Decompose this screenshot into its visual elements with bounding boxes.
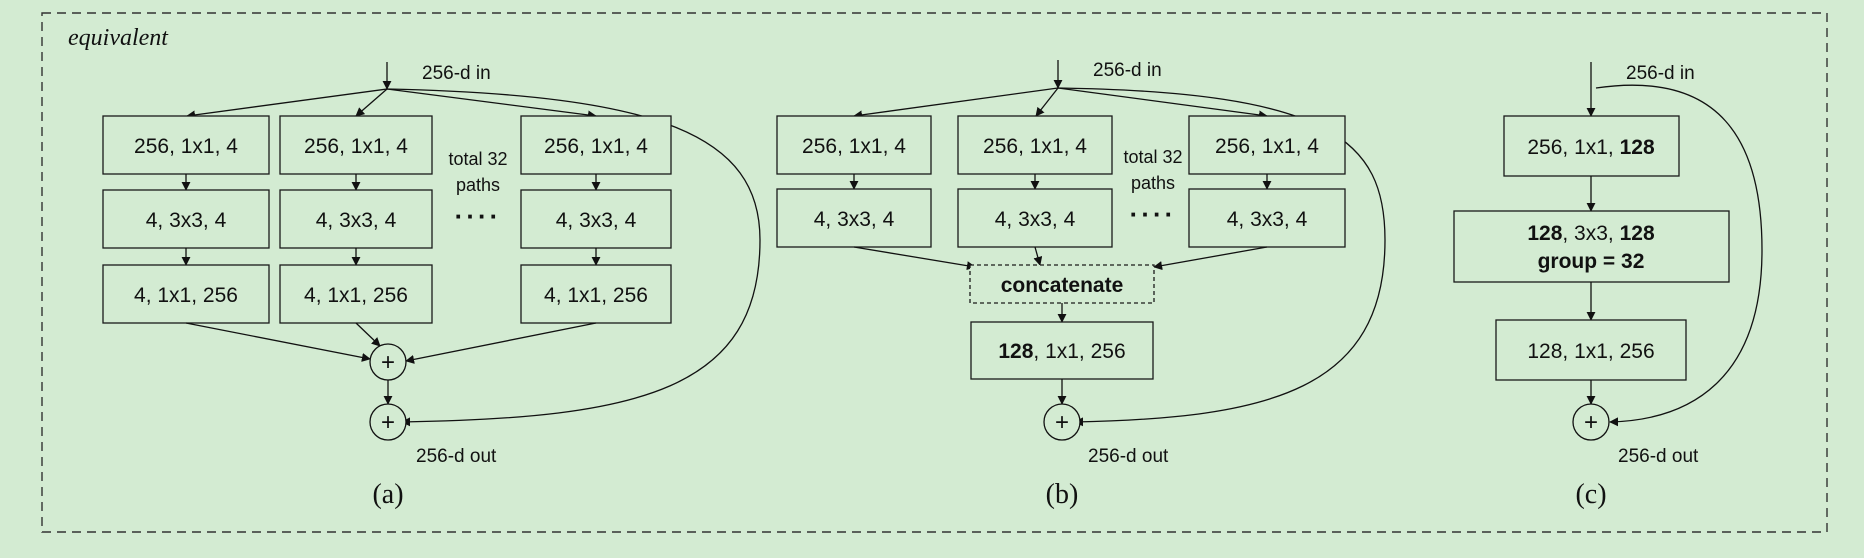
shortcut-connection [386,88,761,427]
equivalent-frame [41,12,1828,533]
add-symbol: + [381,409,395,436]
conv-box [520,264,672,324]
conv-box [1503,115,1680,177]
paths-note: total 32 [1123,147,1182,167]
conv-box [957,115,1113,175]
caption: (a) [372,479,403,510]
caption: (b) [1046,479,1079,510]
panel-a: 256-d in 256, 1x1, 4 4, 3x3, 4 4, 1x1, 2… [102,62,761,510]
box-label: 128, 1x1, 256 [1527,340,1654,363]
input-label: 256-d in [1093,60,1162,81]
frame-label: equivalent [68,25,169,51]
box-label: 256, 1x1, 4 [802,135,906,158]
output-label: 256-d out [1618,446,1699,467]
box-label: 128, 3x3, 128 [1527,222,1655,245]
panel-b: 256-d in 256, 1x1, 4 4, 3x3, 4 256, 1x1,… [776,60,1386,510]
conv-box [102,189,270,249]
add-symbol: + [381,349,395,376]
conv-box [279,115,433,175]
input-label: 256-d in [422,63,491,84]
box-label: 4, 3x3, 4 [556,209,637,232]
concatenate-label: concatenate [1001,274,1124,297]
box-label: 4, 1x1, 256 [304,284,408,307]
conv-box [279,264,433,324]
add-symbol: + [1584,409,1598,436]
conv-box [1495,319,1687,381]
shortcut-connection [1595,84,1763,427]
ellipsis: ···· [455,201,502,231]
add-node [369,403,407,441]
conv-box [970,321,1154,380]
conv-box [102,115,270,175]
group-label: group = 32 [1538,250,1645,273]
box-label: 128, 1x1, 256 [998,340,1125,363]
paths-note: paths [456,175,500,195]
box-label: 4, 1x1, 256 [134,284,238,307]
box-label: 256, 1x1, 4 [544,135,648,158]
add-symbol: + [1055,409,1069,436]
conv-box [957,188,1113,248]
box-label: 256, 1x1, 4 [983,135,1087,158]
output-label: 256-d out [1088,446,1169,467]
conv-box [520,189,672,249]
add-node [1572,403,1610,441]
box-label: 256, 1x1, 4 [304,135,408,158]
box-label: 256, 1x1, 4 [134,135,238,158]
add-node [1043,403,1081,441]
ellipsis: ···· [1130,199,1177,229]
input-label: 256-d in [1626,63,1695,84]
box-label: 256, 1x1, 4 [1215,135,1319,158]
output-label: 256-d out [416,446,497,467]
box-label: 4, 3x3, 4 [814,208,895,231]
concatenate-box [969,264,1155,304]
shortcut-connection [1057,87,1386,427]
box-label: 4, 3x3, 4 [1227,208,1308,231]
box-label: 4, 3x3, 4 [316,209,397,232]
grouped-conv-box [1453,210,1730,283]
conv-box [1188,188,1346,248]
box-label: 4, 1x1, 256 [544,284,648,307]
box-label: 4, 3x3, 4 [995,208,1076,231]
conv-box [279,189,433,249]
box-label: 4, 3x3, 4 [146,209,227,232]
paths-note: paths [1131,173,1175,193]
box-label: 256, 1x1, 128 [1527,136,1655,159]
paths-note: total 32 [448,149,507,169]
conv-box [102,264,270,324]
conv-box [520,115,672,175]
conv-box [776,188,932,248]
panel-c: 256-d in 256, 1x1, 128 128, 3x3, 128 gro… [1453,62,1763,510]
caption: (c) [1575,479,1606,510]
